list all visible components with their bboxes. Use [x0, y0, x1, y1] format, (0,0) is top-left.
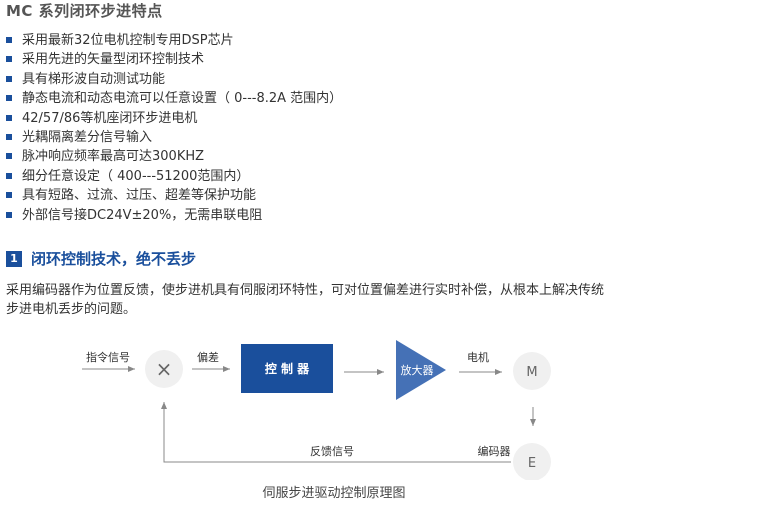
feature-item: 脉冲响应频率最高可达300KHZ: [6, 147, 342, 166]
motor-symbol: M: [526, 365, 537, 380]
feature-item: 细分任意设定（ 400---51200范围内）: [6, 167, 342, 186]
summing-junction: [145, 350, 183, 388]
square-bullet-icon: [6, 95, 12, 102]
feature-item: 外部信号接DC24V±20%，无需串联电阻: [6, 206, 342, 225]
square-bullet-icon: [6, 192, 12, 199]
square-bullet-icon: [6, 211, 12, 218]
paragraph-line: 采用编码器作为位置反馈，使步进机具有伺服闭环特性，可对位置偏差进行实时补偿，从根…: [6, 283, 605, 298]
encoder-label: 编码器: [478, 444, 511, 458]
paragraph-line: 步进电机丢步的问题。: [6, 302, 137, 317]
square-bullet-icon: [6, 75, 12, 82]
square-bullet-icon: [6, 37, 12, 43]
feature-item: 光耦隔离差分信号输入: [6, 128, 342, 147]
feature-text: 静态电流和动态电流可以任意设置（ 0---8.2A 范围内）: [22, 91, 343, 107]
encoder-circle: [513, 443, 551, 480]
section-heading: 1 闭环控制技术，绝不丢步: [6, 248, 196, 269]
section-paragraph: 采用编码器作为位置反馈，使步进机具有伺服闭环特性，可对位置偏差进行实时补偿，从根…: [6, 281, 706, 319]
square-bullet-icon: [6, 56, 12, 63]
feature-item: 静态电流和动态电流可以任意设置（ 0---8.2A 范围内）: [6, 89, 342, 108]
feature-text: 采用最新32位电机控制专用DSP芯片: [22, 33, 234, 48]
controller-block: [241, 344, 333, 393]
feature-text: 光耦隔离差分信号输入: [22, 129, 153, 145]
section-number-badge: 1: [6, 250, 22, 267]
diagram-caption: 伺服步进驱动控制原理图: [262, 486, 406, 501]
feature-text: 外部信号接DC24V±20%，无需串联电阻: [22, 207, 263, 223]
feature-list: 采用最新32位电机控制专用DSP芯片 采用先进的矢量型闭环控制技术 具有梯形波自…: [6, 31, 342, 225]
feedback-label: 反馈信号: [310, 445, 354, 458]
controller-label: 控 制 器: [265, 361, 310, 376]
error-label: 偏差: [197, 350, 219, 364]
square-bullet-icon: [6, 153, 12, 160]
input-signal-label: 指令信号: [86, 350, 130, 364]
amplifier-triangle: [396, 340, 446, 400]
square-bullet-icon: [6, 114, 12, 121]
motor-circle: [513, 352, 551, 390]
feature-item: 具有梯形波自动测试功能: [6, 70, 342, 89]
feature-item: 42/57/86等机座闭环步进电机: [6, 109, 342, 128]
feature-text: 细分任意设定（ 400---51200范围内）: [22, 168, 250, 184]
square-bullet-icon: [6, 133, 12, 140]
encoder-symbol: E: [528, 456, 536, 471]
feature-text: 采用先进的矢量型闭环控制技术: [22, 52, 205, 68]
feature-text: 具有短路、过流、过压、超差等保护功能: [22, 188, 257, 204]
feedback-arrow: [161, 402, 511, 463]
feature-item: 采用最新32位电机控制专用DSP芯片: [6, 31, 342, 50]
section-title: 闭环控制技术，绝不丢步: [31, 250, 197, 268]
motor-label: 电机: [467, 350, 489, 364]
feature-item: 具有短路、过流、过压、超差等保护功能: [6, 186, 342, 205]
feature-text: 42/57/86等机座闭环步进电机: [22, 110, 198, 126]
square-bullet-icon: [6, 172, 12, 179]
page-title: MC 系列闭环步进特点: [6, 2, 163, 20]
amplifier-label: 放大器: [401, 363, 434, 377]
feature-text: 脉冲响应频率最高可达300KHZ: [22, 149, 205, 165]
feature-item: 采用先进的矢量型闭环控制技术: [6, 50, 342, 69]
feature-text: 具有梯形波自动测试功能: [22, 71, 166, 87]
multiply-icon: ×: [156, 357, 173, 381]
control-diagram: 指令信号 × 偏差 控 制 器 放大器 电机 M E 编码器 反馈信号: [82, 340, 551, 480]
